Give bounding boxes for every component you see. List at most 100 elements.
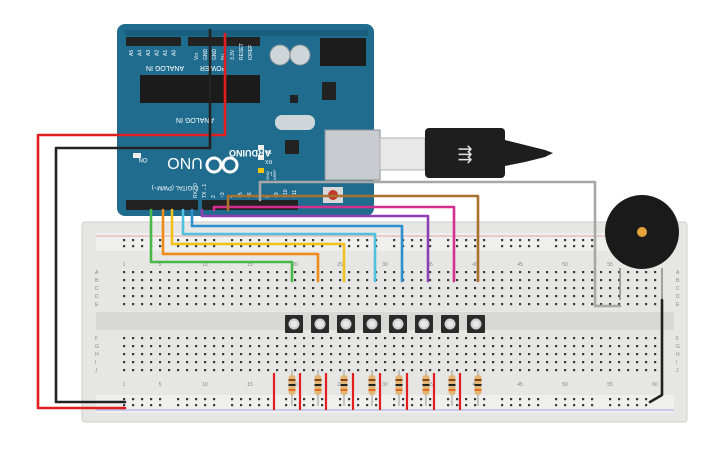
power-pin-label: GND <box>203 49 209 61</box>
power-label: POWER <box>200 64 226 71</box>
column-number: 45 <box>517 262 523 268</box>
push-button[interactable] <box>311 315 329 333</box>
column-number: 30 <box>382 262 388 268</box>
resistor <box>288 370 296 406</box>
push-buttons <box>285 315 485 333</box>
row-letter: E <box>676 302 680 308</box>
capacitor-2 <box>289 44 311 66</box>
wire-yellow <box>170 208 346 283</box>
row-letter: G <box>95 344 99 350</box>
digital-pin-label: RX←0 <box>193 183 199 198</box>
resistor <box>422 370 430 406</box>
crystal <box>275 115 315 130</box>
wire-blue <box>190 208 404 283</box>
breadboard-holes <box>123 239 657 407</box>
digital-pin-label: TX→1 <box>202 184 208 198</box>
column-number: 35 <box>427 382 433 388</box>
row-letter: J <box>95 368 98 374</box>
rx-led-label: RX <box>264 158 272 164</box>
row-letter: A <box>95 270 99 276</box>
wire-black-buzzer-gnd <box>648 298 664 404</box>
row-letter: D <box>676 294 680 300</box>
column-number: 25 <box>337 262 343 268</box>
buzzer-center-icon <box>637 227 647 237</box>
column-number: 50 <box>562 382 568 388</box>
column-number: 15 <box>247 382 253 388</box>
column-number: 15 <box>247 262 253 268</box>
analog-in-label: ANALOG IN <box>146 64 184 71</box>
column-number: 60 <box>652 382 658 388</box>
analog-pin-label: A1 <box>163 50 169 56</box>
row-letter: I <box>95 360 96 366</box>
wire-magenta <box>212 205 456 283</box>
capacitor-1 <box>269 44 291 66</box>
analog-pin-label: A4 <box>138 50 144 56</box>
resistor <box>340 370 348 406</box>
column-number: 5 <box>159 262 162 268</box>
power-jack <box>320 38 366 66</box>
resistor <box>395 370 403 406</box>
row-letter: E <box>95 302 99 308</box>
uno-model-label: UNO <box>167 154 203 171</box>
power-pin-label: IOREF <box>248 45 254 60</box>
push-button[interactable] <box>337 315 355 333</box>
analog-pin-label: A2 <box>155 50 161 56</box>
column-number: 25 <box>337 382 343 388</box>
digital-pin-label: ~10 <box>283 189 289 198</box>
on-led-label: ON <box>139 156 148 162</box>
push-button[interactable] <box>285 315 303 333</box>
aref-pin-label: AREF <box>272 169 277 180</box>
push-button[interactable] <box>415 315 433 333</box>
wire-black-gnd <box>54 28 212 404</box>
breadboard <box>81 221 688 423</box>
wires <box>36 28 664 410</box>
resistor <box>448 370 456 406</box>
row-letter: A <box>676 270 680 276</box>
usb-plug <box>425 128 505 178</box>
push-button[interactable] <box>389 315 407 333</box>
analog-header-label: ANALOG IN <box>176 116 214 123</box>
digital-header-label: DIGITAL (PWM~) <box>152 184 199 190</box>
digital-header-high <box>202 200 298 210</box>
digital-header-low <box>126 200 198 210</box>
digital-pin-label: ~11 <box>292 190 298 198</box>
row-letter: H <box>95 352 99 358</box>
wire-gray-buzzer <box>258 180 622 308</box>
row-letter: B <box>676 278 680 284</box>
arduino-logo-text: ARDUINO <box>229 148 271 158</box>
analog-pin-label: A5 <box>129 50 135 56</box>
column-number: 40 <box>472 262 478 268</box>
wire-brown <box>226 194 480 283</box>
usb-icon: ⇶ <box>457 144 472 164</box>
push-button[interactable] <box>363 315 381 333</box>
row-letter: F <box>676 336 679 342</box>
column-number: 45 <box>517 382 523 388</box>
row-letter: H <box>676 352 680 358</box>
column-number: 1 <box>123 382 126 388</box>
row-letter: F <box>95 336 98 342</box>
column-number: 55 <box>607 262 613 268</box>
arduino-board: ANALOG IN ANALOG IN POWER ARDUINO UNO DI… <box>117 24 381 216</box>
column-number: 10 <box>202 262 208 268</box>
wire-orange <box>161 208 320 283</box>
column-number: 5 <box>159 382 162 388</box>
analog-pin-label: A0 <box>172 50 178 56</box>
row-letter: G <box>676 344 680 350</box>
digital-pin-label: 2 <box>211 195 217 198</box>
column-number: 20 <box>292 262 298 268</box>
digital-pin-label: ~3 <box>220 192 226 198</box>
analog-header <box>126 37 181 46</box>
push-button[interactable] <box>441 315 459 333</box>
row-letter: C <box>95 286 99 292</box>
tx-led-label: TX <box>265 148 272 154</box>
piezo-buzzer <box>605 195 679 300</box>
power-pin-label: Vin <box>194 53 200 60</box>
on-led <box>133 153 141 158</box>
column-number: 55 <box>607 382 613 388</box>
push-button[interactable] <box>467 315 485 333</box>
usb-cable: ⇶ <box>379 128 553 178</box>
arduino-logo-icon <box>205 156 239 174</box>
resistor <box>314 370 322 406</box>
wire-green <box>149 208 294 283</box>
